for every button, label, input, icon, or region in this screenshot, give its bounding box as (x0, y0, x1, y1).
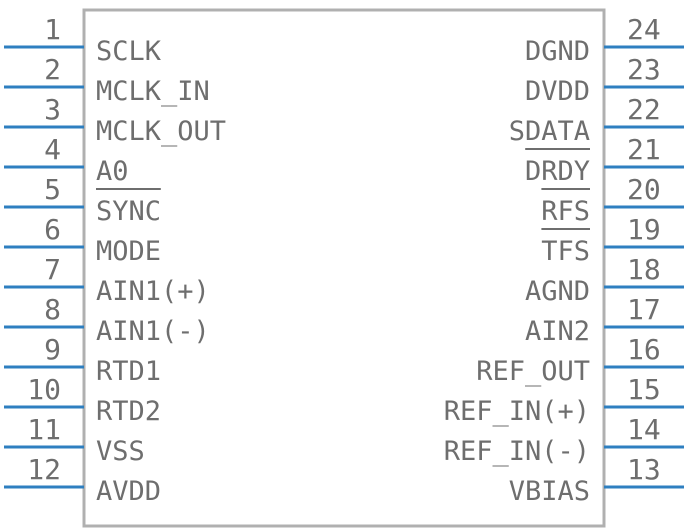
pin-number-2: 2 (44, 53, 61, 86)
pin-number-7: 7 (44, 253, 61, 286)
pin-number-3: 3 (44, 93, 61, 126)
pin-number-8: 8 (44, 293, 61, 326)
ic-body (82, 8, 606, 528)
pin-number-24: 24 (627, 13, 661, 46)
pin-number-4: 4 (44, 133, 61, 166)
pin-label-mclk-in: MCLK_IN (96, 76, 210, 107)
pin-label-dvdd: DVDD (525, 76, 590, 107)
pin-label-a0: A0 (96, 156, 129, 187)
pin-number-17: 17 (627, 293, 661, 326)
pin-number-13: 13 (627, 453, 661, 486)
pin-label-dgnd: DGND (525, 36, 590, 67)
pin-label-agnd: AGND (525, 276, 590, 307)
pin-label-tfs: TFS (541, 236, 590, 267)
pin-label-vbias: VBIAS (509, 476, 590, 507)
pin-label-vss: VSS (96, 436, 145, 467)
pin-label-drdy: DRDY (525, 156, 590, 187)
pin-label-mode: MODE (96, 236, 161, 267)
pin-number-9: 9 (44, 333, 61, 366)
pin-label-rtd2: RTD2 (96, 396, 161, 427)
pin-number-10: 10 (27, 373, 61, 406)
pin-number-22: 22 (627, 93, 661, 126)
pin-label-ain1: AIN1(+) (96, 276, 210, 307)
pin-number-1: 1 (44, 13, 61, 46)
pin-4: 4A0 (4, 133, 129, 187)
pin-label-sdata: SDATA (509, 116, 590, 147)
pin-label-rfs: RFS (541, 196, 590, 227)
pin-label-ref-in: REF_IN(-) (444, 436, 590, 467)
pin-number-5: 5 (44, 173, 61, 206)
pin-label-sync: SYNC (96, 196, 161, 227)
pin-label-sclk: SCLK (96, 36, 162, 67)
pin-number-14: 14 (627, 413, 661, 446)
right-pin-group: 24DGND23DVDD22SDATA21DRDY20RFS19TFS18AGN… (444, 13, 684, 507)
pin-number-20: 20 (627, 173, 661, 206)
pin-number-18: 18 (627, 253, 661, 286)
pin-label-avdd: AVDD (96, 476, 161, 507)
pin-number-16: 16 (627, 333, 661, 366)
pin-label-mclk-out: MCLK_OUT (96, 116, 226, 147)
left-pin-group: 1SCLK2MCLK_IN3MCLK_OUT4A05SYNC6MODE7AIN1… (4, 13, 226, 507)
pin-number-12: 12 (27, 453, 61, 486)
pin-number-19: 19 (627, 213, 661, 246)
pin-number-15: 15 (627, 373, 661, 406)
pin-number-11: 11 (27, 413, 61, 446)
pin-label-rtd1: RTD1 (96, 356, 161, 387)
pin-label-ref-out: REF_OUT (476, 356, 590, 387)
pin-label-ain1: AIN1(-) (96, 316, 210, 347)
pin-number-21: 21 (627, 133, 661, 166)
pin-number-6: 6 (44, 213, 61, 246)
pin-label-ref-in: REF_IN(+) (444, 396, 590, 427)
pin-label-ain2: AIN2 (525, 316, 590, 347)
pin-number-23: 23 (627, 53, 661, 86)
